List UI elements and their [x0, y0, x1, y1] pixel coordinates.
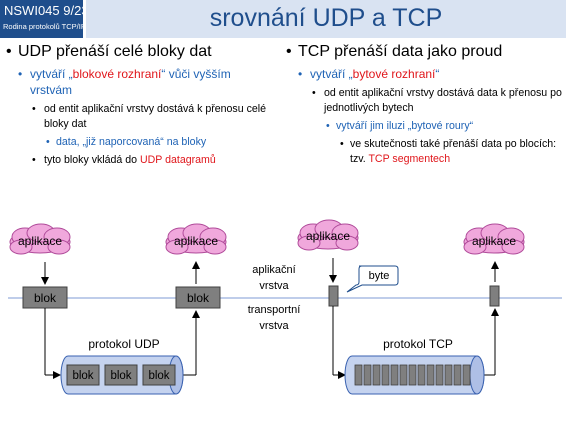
- app-layer-line1: aplikační: [252, 264, 295, 276]
- block-label: blok: [72, 370, 93, 382]
- block-label: blok: [187, 291, 210, 305]
- tcp-byte: [453, 364, 462, 386]
- udp-datagram-term: UDP datagramů: [140, 154, 216, 166]
- transport-layer-line1: transportní: [248, 304, 301, 316]
- tcp-byte: [444, 364, 453, 386]
- app-cloud-udp-sender: aplikace: [9, 223, 71, 255]
- byte-label: byte: [369, 270, 390, 282]
- app-layer-line2: vrstva: [259, 280, 289, 292]
- tcp-heading: TCP přenáší data jako proud: [286, 42, 562, 62]
- title-bar: srovnání UDP a TCP: [86, 0, 566, 38]
- udp-receives-bullet: od entit aplikační vrstvy dostává k přen…: [32, 102, 276, 132]
- block-label: blok: [34, 291, 57, 305]
- udp-datagram-pre: tyto bloky vkládá do: [44, 154, 140, 166]
- tcp-interface-pre: vytváří „: [310, 67, 353, 81]
- tcp-receives-bullet: od entit aplikační vrstvy dostává data k…: [312, 86, 562, 116]
- tcp-byte: [399, 364, 408, 386]
- tcp-byte: [462, 364, 471, 386]
- udp-chunked-bullet: data, „již naporcovaná“ na bloky: [46, 135, 276, 150]
- udp-interface-term: blokové rozhraní: [72, 67, 162, 81]
- udp-heading: UDP přenáší celé bloky dat: [6, 42, 276, 62]
- block-label: blok: [148, 370, 169, 382]
- tcp-illusion-bullet: vytváří jim iluzi „bytové roury“: [326, 119, 562, 134]
- tcp-segments-bullet: ve skutečnosti také přenáší data po bloc…: [340, 137, 562, 167]
- tcp-byte: [381, 364, 390, 386]
- cloud-label: aplikace: [174, 234, 218, 248]
- tcp-byte: [363, 364, 372, 386]
- udp-interface-post: “ vůči vyšším vrstvám: [30, 67, 231, 97]
- app-cloud-udp-receiver: aplikace: [165, 223, 227, 255]
- tcp-byte: [435, 364, 444, 386]
- tcp-interface-term: bytové rozhraní: [352, 67, 436, 81]
- transport-layer-line2: vrstva: [259, 320, 289, 332]
- tcp-interface-post: “: [435, 67, 440, 81]
- tcp-byte: [426, 364, 435, 386]
- tcp-segments-term: TCP segmentech: [368, 153, 451, 165]
- tcp-byte: [354, 364, 363, 386]
- cloud-label: aplikace: [472, 234, 516, 248]
- course-code: NSWI045 9/23: [4, 3, 89, 18]
- tcp-column: TCP přenáší data jako proud vytváří „byt…: [286, 42, 562, 170]
- udp-interface-pre: vytváří „: [30, 67, 73, 81]
- tcp-interface-bullet: vytváří „bytové rozhraní“: [298, 66, 562, 82]
- cloud-label: aplikace: [18, 234, 62, 248]
- udp-interface-bullet: vytváří „blokové rozhraní“ vůči vyšším v…: [18, 66, 276, 98]
- tcp-byte: [390, 364, 399, 386]
- course-subtitle: Rodina protokolů TCP/IP: [3, 22, 86, 31]
- app-cloud-tcp-sender: aplikace: [297, 219, 359, 251]
- tcp-byte: [372, 364, 381, 386]
- tcp-byte: [417, 364, 426, 386]
- udp-datagram-bullet: tyto bloky vkládá do UDP datagramů: [32, 153, 276, 168]
- block-label: blok: [110, 370, 131, 382]
- tcp-pipe-label: protokol TCP: [383, 337, 453, 351]
- udp-send-block: blok: [22, 286, 68, 309]
- course-box: NSWI045 9/23 Rodina protokolů TCP/IP: [0, 0, 89, 38]
- udp-pipe-label: protokol UDP: [88, 337, 159, 351]
- tcp-send-byte: [328, 285, 339, 307]
- udp-blocks: blok blok blok: [66, 364, 176, 386]
- tcp-segments-pre: ve skutečnosti také přenáší data po bloc…: [350, 138, 557, 165]
- udp-column: UDP přenáší celé bloky dat vytváří „blok…: [6, 42, 276, 171]
- tcp-byte: [408, 364, 417, 386]
- app-cloud-tcp-receiver: aplikace: [463, 223, 525, 255]
- slide-title: srovnání UDP a TCP: [209, 4, 443, 32]
- tcp-receive-byte: [489, 285, 500, 307]
- tcp-byte-stream: [354, 364, 471, 386]
- cloud-label: aplikace: [306, 229, 350, 243]
- udp-receive-block: blok: [175, 286, 221, 309]
- byte-callout: byte: [346, 265, 399, 293]
